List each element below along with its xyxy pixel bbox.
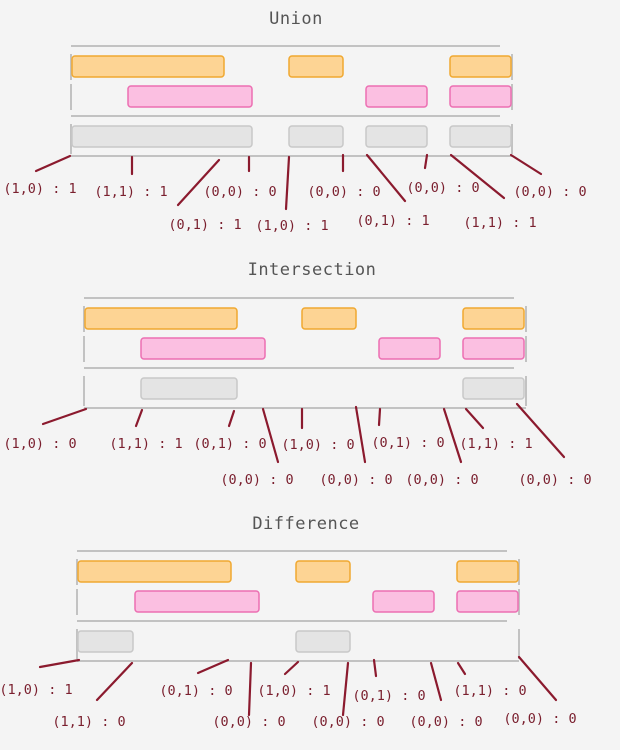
result-interval (365, 125, 428, 148)
leader-line (365, 153, 407, 203)
leader-line (283, 660, 300, 676)
segment-label: (1,1) : 1 (459, 436, 532, 452)
leader-line (377, 407, 382, 427)
leader-line (464, 407, 485, 430)
leader-line (442, 407, 463, 464)
result-interval (71, 125, 253, 148)
segment-label: (1,1) : 0 (52, 714, 125, 730)
set-a-interval (295, 560, 351, 583)
segment-label: (1,0) : 1 (3, 181, 76, 197)
segment-label: (1,0) : 0 (281, 437, 354, 453)
set-a-interval (449, 55, 512, 78)
leader-line (341, 661, 350, 717)
set-b-interval (378, 337, 441, 360)
leader-line (176, 158, 221, 207)
segment-label: (0,0) : 0 (518, 472, 591, 488)
leader-line (372, 658, 378, 678)
segment-label: (0,0) : 0 (503, 711, 576, 727)
segment-label: (1,1) : 0 (453, 683, 526, 699)
leader-line (38, 658, 81, 669)
diagram-title: Difference (252, 514, 359, 534)
set-a-interval (456, 560, 519, 583)
segment-label: (0,0) : 0 (311, 714, 384, 730)
segment-label: (0,1) : 0 (159, 683, 232, 699)
leader-line (456, 661, 467, 676)
segment-label: (1,0) : 1 (0, 682, 73, 698)
set-a-interval (77, 560, 232, 583)
segment-label: (1,1) : 1 (109, 436, 182, 452)
leader-line (509, 153, 543, 176)
segment-label: (0,1) : 1 (168, 217, 241, 233)
segment-label: (0,0) : 0 (513, 184, 586, 200)
result-interval (140, 377, 238, 400)
segment-label: (1,1) : 1 (94, 184, 167, 200)
set-a-interval (288, 55, 344, 78)
leader-line (515, 402, 566, 459)
segment-label: (0,1) : 0 (193, 436, 266, 452)
segment-label: (0,0) : 0 (409, 714, 482, 730)
segment-label: (0,1) : 0 (371, 435, 444, 451)
segment-label: (0,0) : 0 (307, 184, 380, 200)
segment-label: (1,0) : 1 (257, 683, 330, 699)
set-b-interval (456, 590, 519, 613)
diagram-difference: Difference (1,0) : 1 (1,1) : 0 (0,1) : 0 (0,… (0, 514, 577, 730)
set-a-interval (71, 55, 225, 78)
leader-line (95, 661, 134, 702)
diagram-intersection: Intersection (1,0) : 0 (1,1) : 1 (0,1) : 0 (… (3, 260, 591, 488)
leader-line (134, 408, 144, 428)
leader-line (449, 153, 506, 200)
result-interval (462, 377, 525, 400)
set-b-interval (449, 85, 512, 108)
segment-label: (1,0) : 1 (255, 218, 328, 234)
set-a-interval (462, 307, 525, 330)
leader-line (429, 661, 443, 702)
set-b-interval (372, 590, 435, 613)
segment-label: (1,0) : 0 (3, 436, 76, 452)
segment-label: (0,1) : 1 (356, 213, 429, 229)
segment-label: (0,0) : 0 (406, 180, 479, 196)
result-interval (77, 630, 134, 653)
leader-line (423, 153, 429, 170)
set-b-interval (365, 85, 428, 108)
segment-label: (0,1) : 0 (352, 688, 425, 704)
leader-line (284, 155, 291, 211)
leader-line (261, 407, 280, 464)
set-b-interval (462, 337, 525, 360)
leader-line (34, 154, 72, 173)
result-interval (449, 125, 512, 148)
set-b-interval (127, 85, 253, 108)
set-b-interval (140, 337, 266, 360)
leader-line (517, 655, 558, 702)
segment-label: (0,0) : 0 (405, 472, 478, 488)
set-a-interval (301, 307, 357, 330)
diagram-title: Union (269, 9, 323, 29)
segment-label: (0,0) : 0 (212, 714, 285, 730)
segment-label: (0,0) : 0 (319, 472, 392, 488)
leader-line (354, 405, 367, 464)
result-interval (288, 125, 344, 148)
segment-label: (0,0) : 0 (203, 184, 276, 200)
leader-line (247, 661, 253, 717)
leader-line (227, 409, 236, 428)
leader-line (196, 658, 230, 675)
segment-label: (1,1) : 1 (463, 215, 536, 231)
diagram-union: Union (1,0) : 1 (1,1) : 1 (0,1) : 1 (0,0) : … (3, 9, 586, 234)
set-b-interval (134, 590, 260, 613)
result-interval (295, 630, 351, 653)
leader-line (41, 407, 88, 426)
diagram-title: Intersection (248, 260, 377, 280)
set-a-interval (84, 307, 238, 330)
segment-label: (0,0) : 0 (220, 472, 293, 488)
